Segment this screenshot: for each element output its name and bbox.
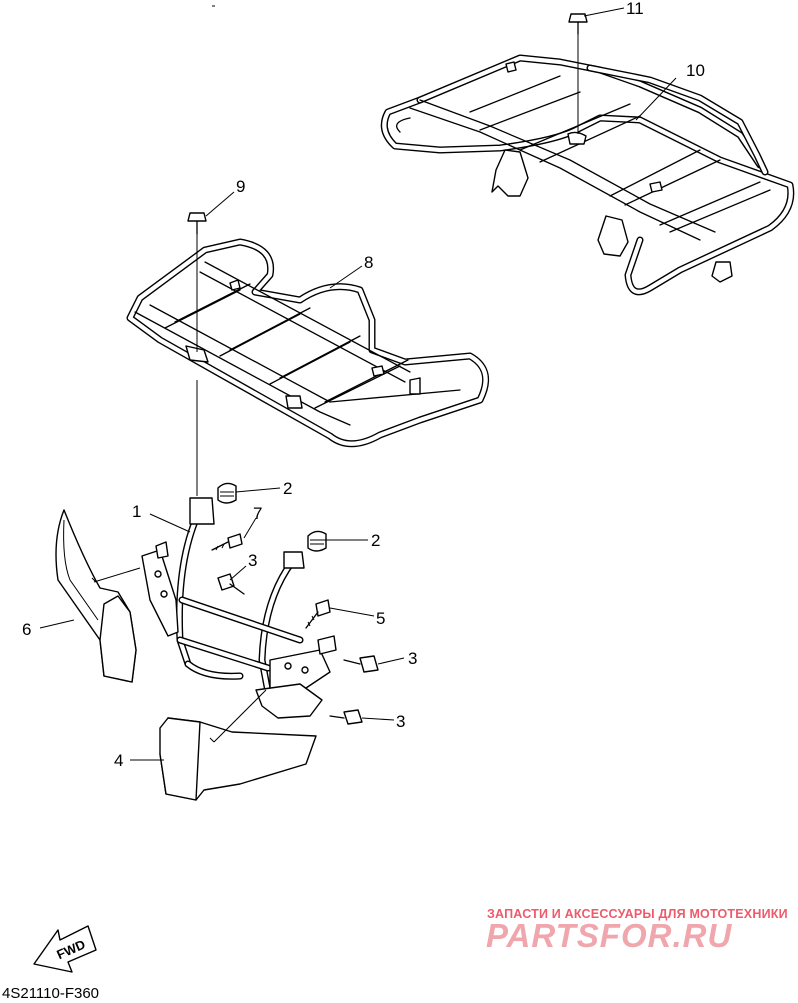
callout-2-lower: 2 [371,531,380,550]
front-guard [141,497,337,719]
callout-1: 1 [132,502,141,521]
bolt-3-middle [343,655,379,673]
callout-11: 11 [626,0,644,18]
grommet-2-lower [307,530,327,552]
bolt-3-lower [329,709,363,725]
callout-8: 8 [364,253,373,272]
callout-5: 5 [376,609,385,628]
grommet-2-upper [217,482,237,504]
leader-lines [39,5,677,761]
front-carrier [126,238,490,448]
callout-3-upper: 3 [248,551,257,570]
callout-7: 7 [253,504,262,523]
screw-7 [211,533,243,551]
callout-3-lower: 3 [396,712,405,731]
callout-9: 9 [236,177,245,196]
screw-5 [305,599,331,629]
watermark-tagline: ЗАПАСТИ И АКСЕССУАРЫ ДЛЯ МОТОТЕХНИКИ [487,907,788,921]
callout-2-upper: 2 [283,479,292,498]
callout-10: 10 [686,61,705,80]
fwd-arrow: FWD [33,925,97,973]
callout-labels: 11 10 9 8 2 1 7 2 3 5 6 3 3 4 [22,0,705,770]
side-cover-6 [55,509,137,683]
callout-4: 4 [114,751,123,770]
bolt-3-upper [217,573,245,595]
rear-carrier [380,54,795,296]
bolt-11 [568,13,588,134]
callout-6: 6 [22,620,31,639]
bolt-9 [187,212,207,496]
drawing-code: 4S21110-F360 [2,985,100,1002]
callout-3-middle: 3 [408,649,417,668]
front-cover-4 [159,717,317,801]
watermark-brand: PARTSFOR.RU [486,917,733,954]
